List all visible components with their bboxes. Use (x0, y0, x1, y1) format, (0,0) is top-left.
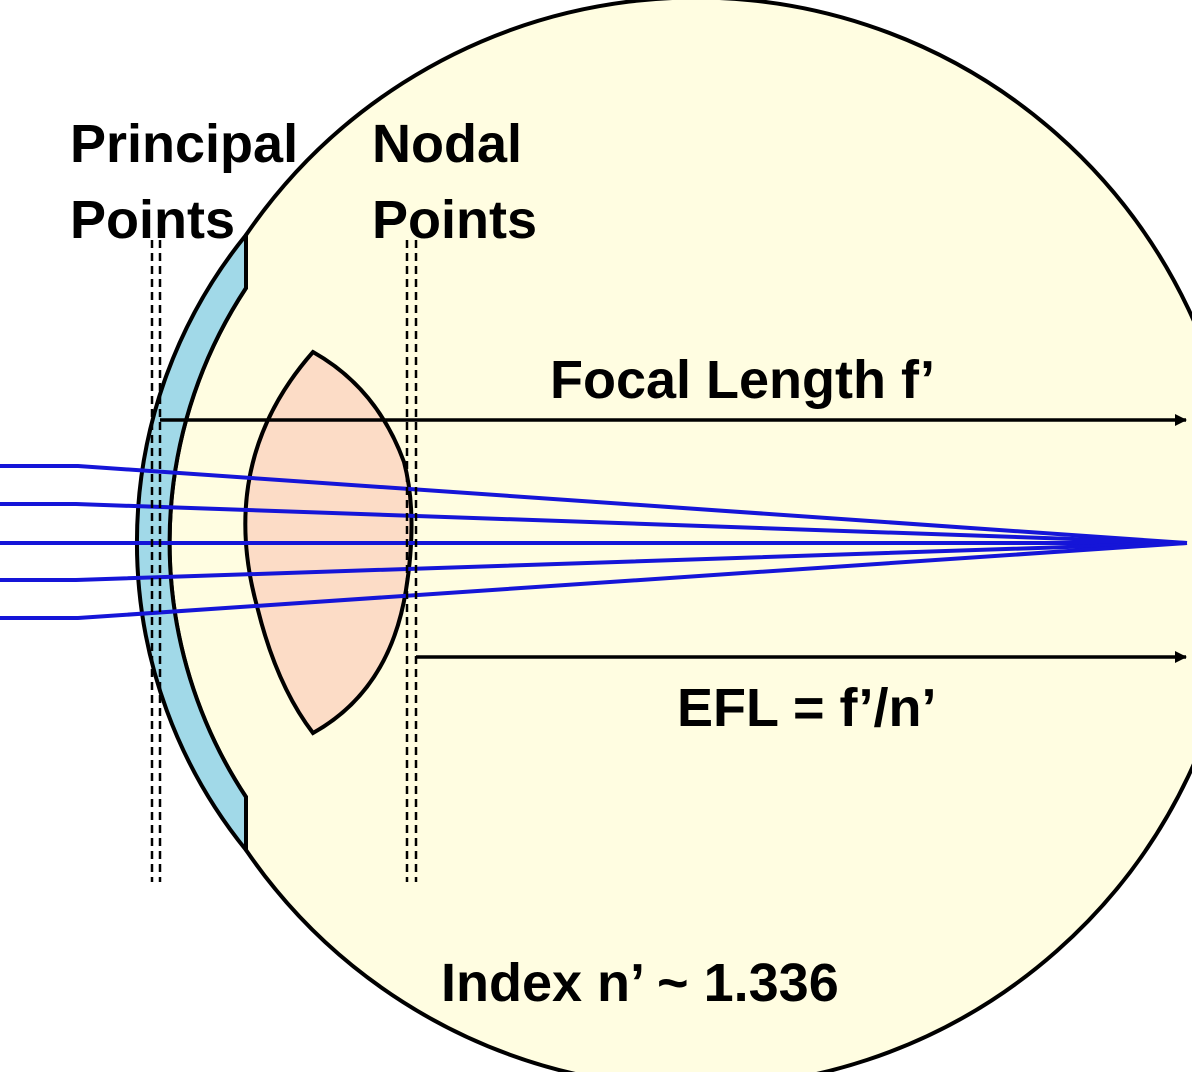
principal-points-label-line1: Principal (70, 114, 298, 174)
refractive-index-label: Index n’ ~ 1.336 (441, 953, 839, 1013)
nodal-planes (405, 240, 418, 882)
focal-length-label: Focal Length f’ (550, 350, 935, 410)
light-ray-4 (0, 541, 1188, 582)
principal-planes (150, 240, 162, 882)
nodal-points-label-line1: Nodal (372, 114, 522, 174)
efl-label: EFL = f’/n’ (677, 678, 937, 738)
light-ray-5 (0, 541, 1188, 620)
principal-points-label-line2: Points (70, 190, 235, 250)
light-ray-1 (0, 464, 1188, 545)
light-ray-2 (0, 502, 1188, 545)
light-rays (0, 464, 1188, 620)
cornea (135, 229, 248, 856)
nodal-points-label-line2: Points (372, 190, 537, 250)
